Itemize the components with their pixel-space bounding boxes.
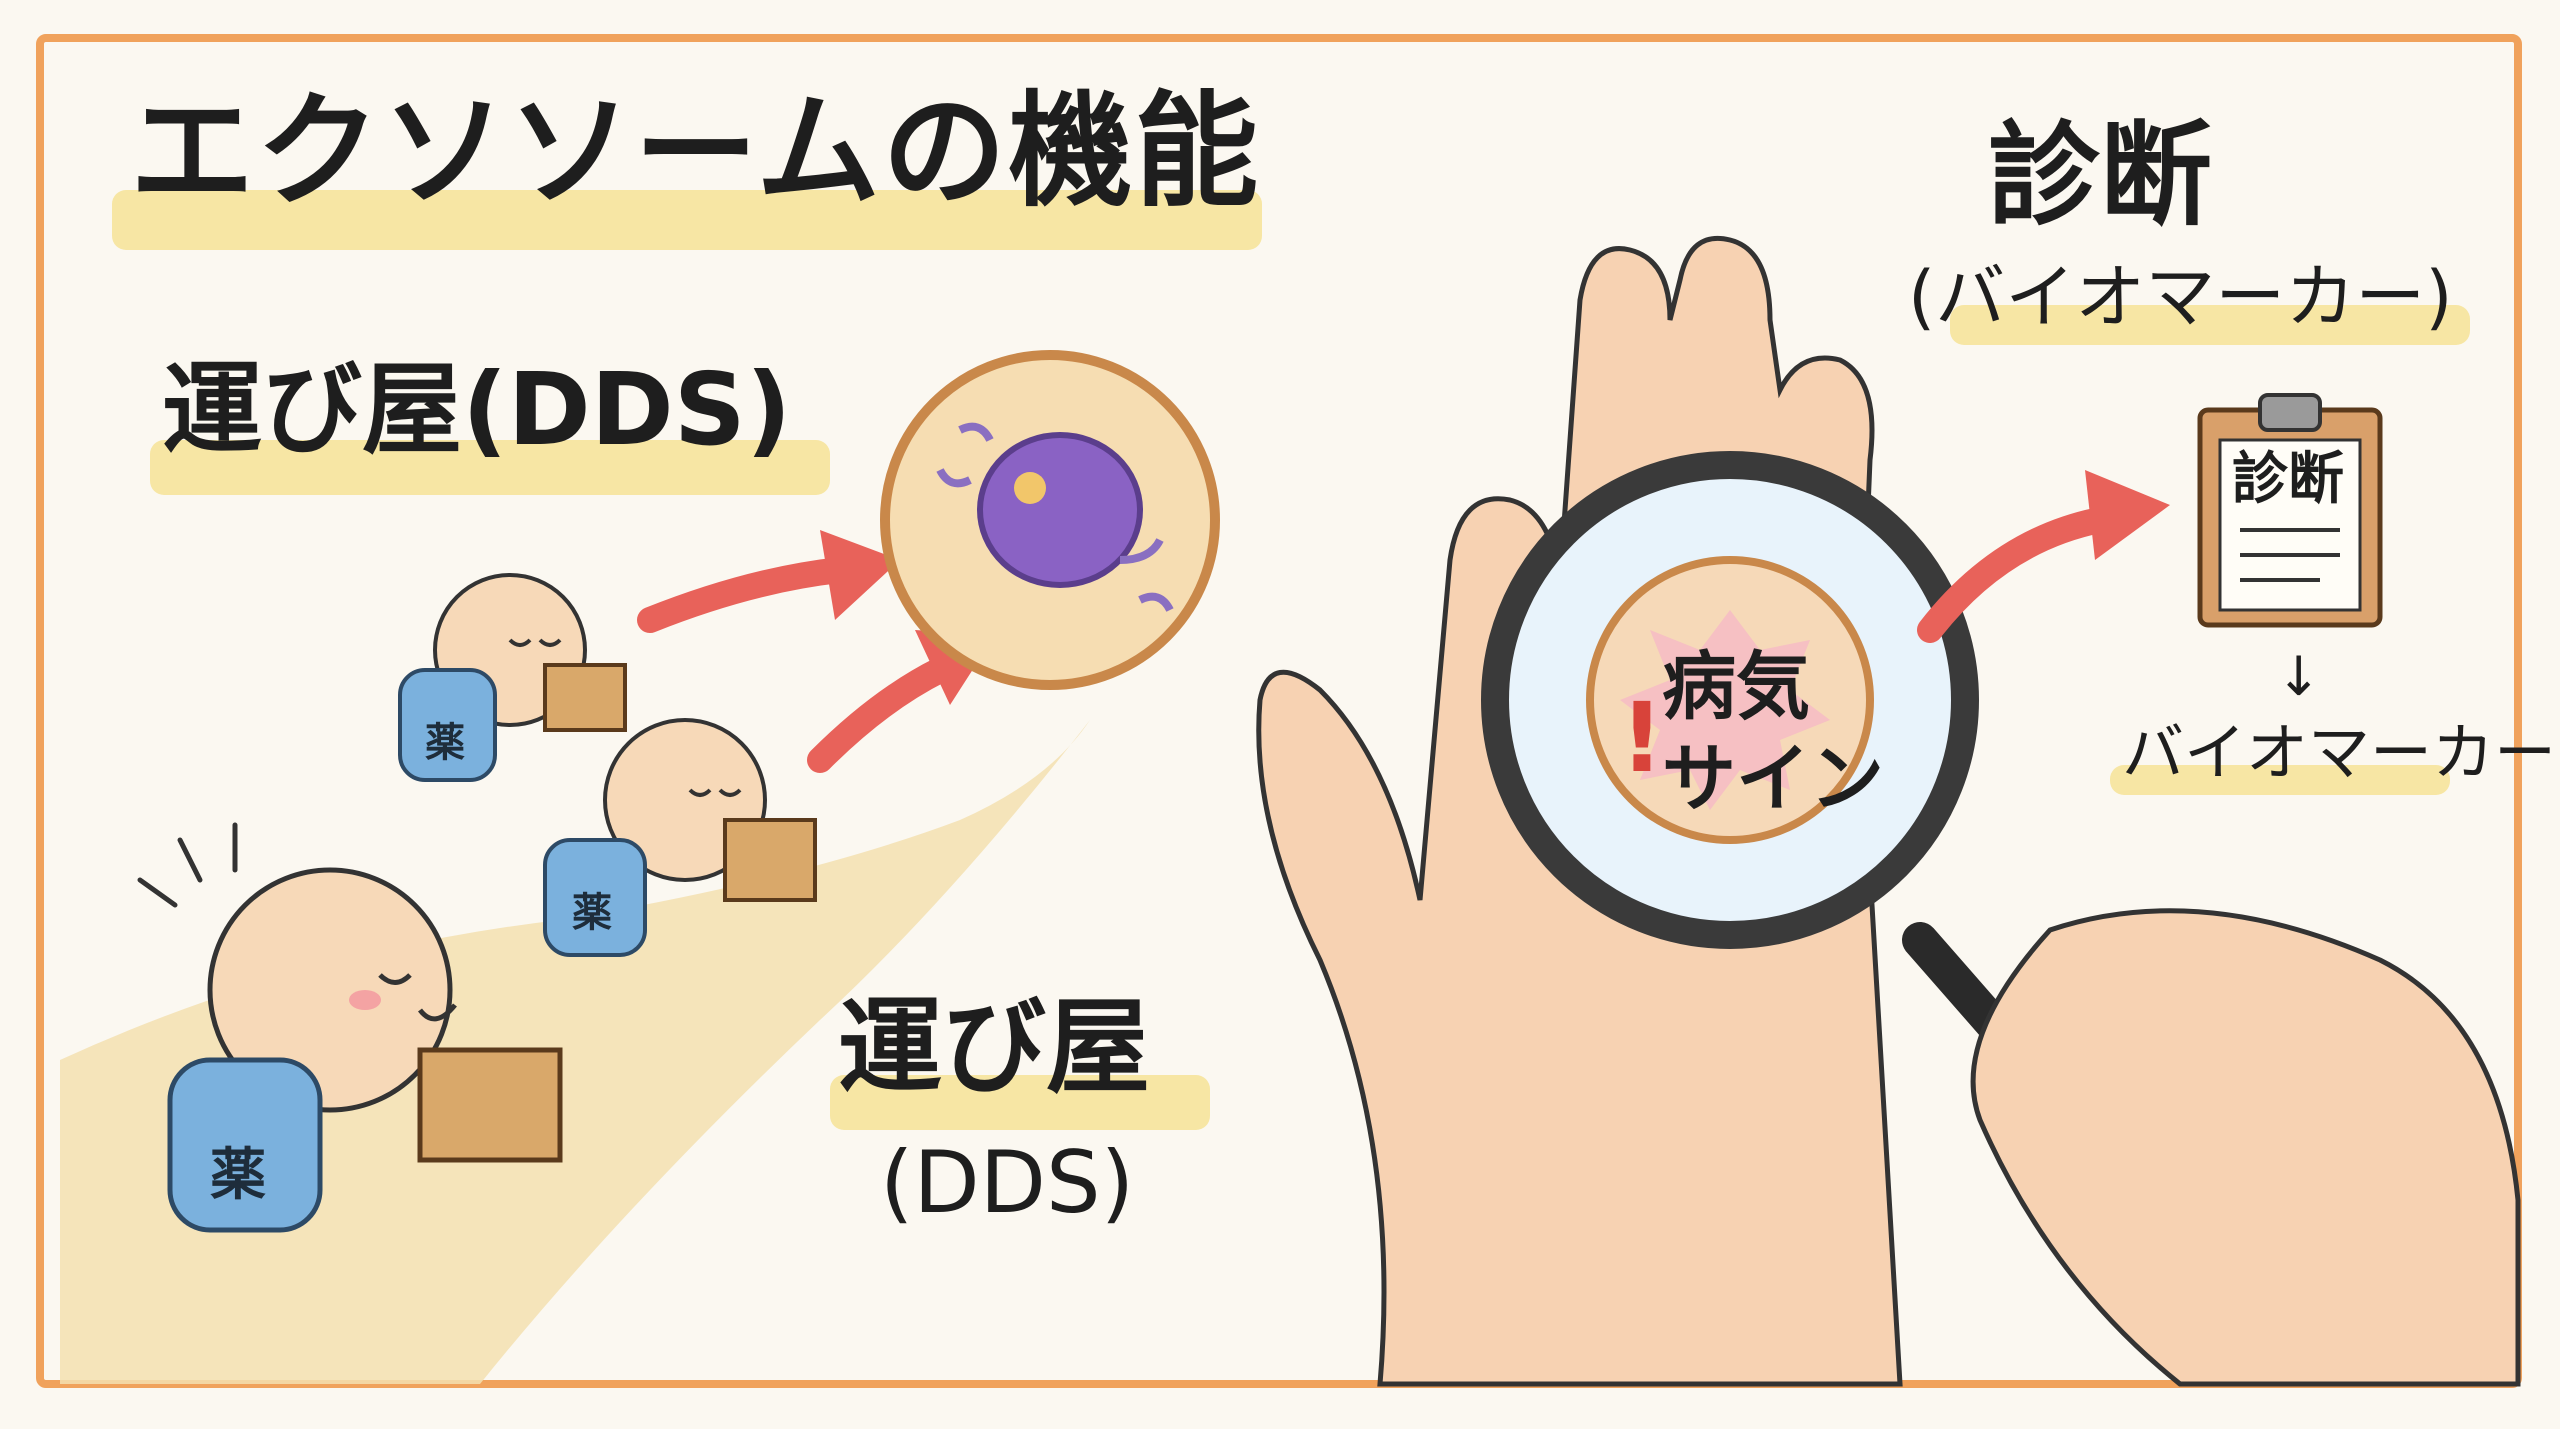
exclamation-icon: ! [1620, 682, 1664, 794]
frame-border [36, 34, 2522, 1388]
biomarker-highlight [2110, 765, 2450, 795]
carrier-label-sub: (DDS) [880, 1133, 1135, 1233]
disease-sign-line1: 病気 [1662, 644, 1810, 730]
arrow-to-cell-1 [637, 530, 900, 633]
arrow-to-clipboard [1917, 470, 2170, 643]
carrier-character-medium [543, 718, 817, 957]
title-highlight [112, 190, 1262, 250]
road-path [60, 720, 1090, 1384]
diagnosis-subheading: (バイオマーカー) [1908, 256, 2453, 338]
clipboard-icon [2197, 393, 2383, 628]
carrier-label-highlight [830, 1075, 1210, 1130]
cell-icon [880, 350, 1220, 690]
carrier-heading-highlight [150, 440, 830, 495]
magnifying-glass-icon [1481, 451, 2078, 1118]
disease-sign-line2: サイン [1662, 736, 1884, 822]
diagnosis-heading: 診断 [1988, 111, 2212, 241]
bag-label-medium: 薬 [572, 890, 612, 936]
carrier-character-large [167, 867, 563, 1233]
biomarker-label: バイオマーカー [2122, 716, 2557, 789]
page-title: エクソソームの機能 [130, 80, 1261, 224]
clipboard-title: 診断 [2232, 447, 2344, 512]
sparkle-lines [137, 822, 238, 908]
carrier-heading: 運び屋(DDS) [162, 351, 792, 468]
carrier-character-small [398, 573, 627, 782]
bag-label-large: 薬 [210, 1143, 266, 1208]
holding-hand [1970, 908, 2521, 1387]
bag-label-small: 薬 [425, 720, 465, 766]
down-arrow-icon: ↓ [2276, 645, 2322, 708]
carrier-label-main: 運び屋 [838, 986, 1151, 1108]
diag-sub-highlight [1950, 305, 2470, 345]
